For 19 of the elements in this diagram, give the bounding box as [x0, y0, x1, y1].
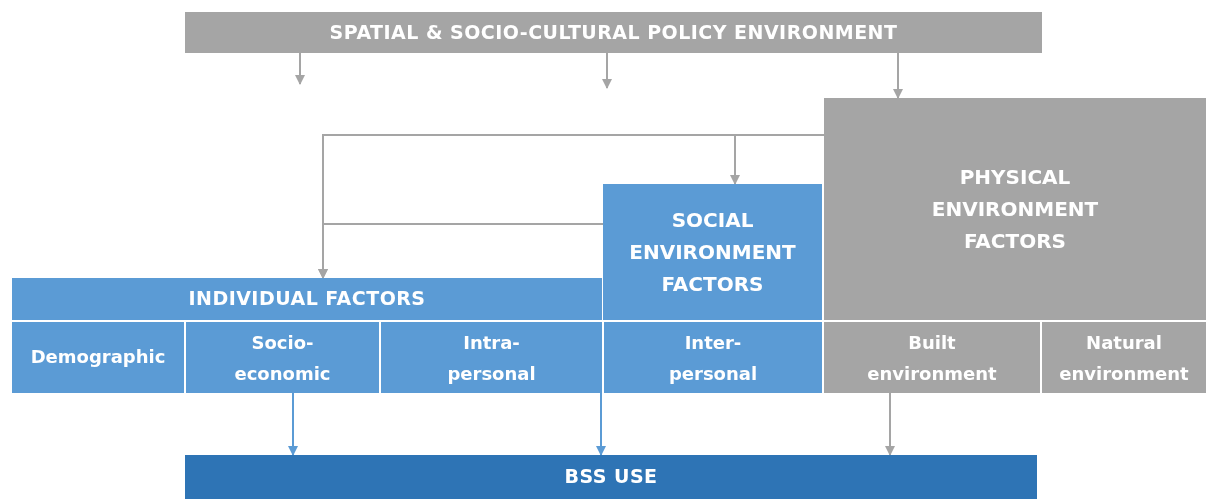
- factor-cell: Natural environment: [1042, 322, 1206, 393]
- factor-cell: Socio- economic: [186, 322, 379, 393]
- arrow: [295, 52, 305, 85]
- factor-cell: Demographic: [12, 322, 184, 393]
- arrow: [602, 52, 612, 89]
- arrow: [885, 392, 895, 456]
- factor-header-bar: INDIVIDUAL FACTORS: [12, 278, 602, 320]
- arrow: [288, 392, 298, 456]
- outcome-bar: BSS USE: [185, 455, 1037, 499]
- factor-box: PHYSICAL ENVIRONMENT FACTORS: [824, 98, 1206, 320]
- factor-cell: Inter- personal: [604, 322, 822, 393]
- factor-cell: Intra- personal: [381, 322, 602, 393]
- arrow: [893, 52, 903, 99]
- arrow: [730, 134, 825, 185]
- factor-cell: Built environment: [824, 322, 1040, 393]
- policy-banner: SPATIAL & SOCIO-CULTURAL POLICY ENVIRONMENT: [185, 12, 1042, 53]
- factor-box: SOCIAL ENVIRONMENT FACTORS: [603, 184, 822, 320]
- arrow: [318, 223, 604, 279]
- arrow: [596, 392, 606, 456]
